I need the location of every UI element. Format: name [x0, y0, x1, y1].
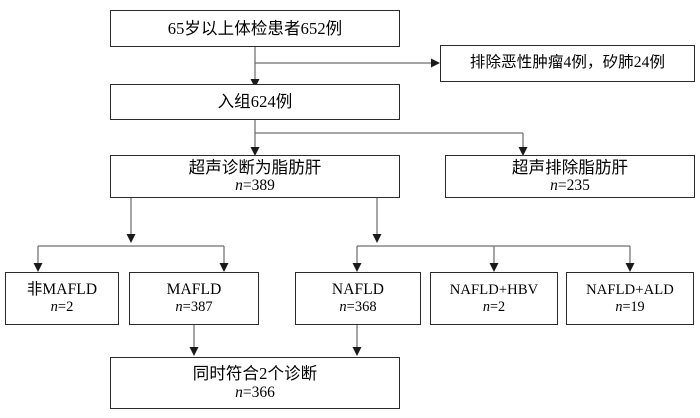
node-non-mafld[interactable]: 非MAFLD n=2: [5, 272, 119, 325]
node-both-diagnoses[interactable]: 同时符合2个诊断 n=366: [110, 357, 400, 409]
node-nafld-hbv[interactable]: NAFLD+HBV n=2: [430, 272, 558, 325]
n-symbol: n: [550, 177, 558, 195]
node-us-no-fatty-liver-count: n=235: [550, 177, 590, 195]
node-both-diagnoses-count: n=366: [235, 384, 275, 402]
arrowhead-nafld: [352, 263, 362, 272]
n-value: =235: [557, 177, 590, 195]
node-enrolled[interactable]: 入组624例: [110, 84, 400, 120]
node-us-fatty-liver-label: 超声诊断为脂肪肝: [188, 157, 322, 177]
node-nafld-hbv-label: NAFLD+HBV: [449, 281, 539, 298]
node-mafld-label: MAFLD: [166, 280, 222, 298]
node-nafld-hbv-count: n=2: [483, 299, 505, 316]
node-us-no-fatty-liver[interactable]: 超声排除脂肪肝 n=235: [445, 155, 695, 198]
n-value: =368: [346, 299, 377, 316]
arrowhead-non-mafld: [33, 263, 43, 272]
n-symbol: n: [235, 383, 243, 401]
node-non-mafld-count: n=2: [51, 299, 74, 316]
node-non-mafld-label: 非MAFLD: [26, 280, 98, 298]
arrowhead-both-right: [352, 347, 362, 356]
node-nafld-ald[interactable]: NAFLD+ALD n=19: [566, 272, 694, 325]
arrowhead-right-group: [372, 234, 382, 243]
node-us-fatty-liver-count: n=389: [235, 177, 275, 195]
node-screened-label: 65岁以上体检患者652例: [167, 18, 343, 38]
node-nafld-label: NAFLD: [331, 280, 385, 298]
n-value: =2: [57, 299, 74, 316]
node-excluded-label: 排除恶性肿瘤4例，矽肺24例: [469, 54, 666, 72]
n-value: =19: [622, 298, 645, 315]
node-screened[interactable]: 65岁以上体检患者652例: [110, 10, 400, 47]
n-value: =2: [489, 298, 506, 315]
node-mafld[interactable]: MAFLD n=387: [129, 272, 259, 325]
n-value: =389: [242, 177, 275, 195]
node-us-no-fatty-liver-label: 超声排除脂肪肝: [511, 157, 629, 177]
arrowhead-both-left: [189, 347, 199, 356]
n-symbol: n: [235, 177, 243, 195]
node-mafld-count: n=387: [175, 299, 212, 316]
node-nafld-ald-count: n=19: [615, 299, 644, 316]
node-nafld-count: n=368: [339, 299, 376, 316]
n-symbol: n: [50, 299, 58, 316]
arrowhead-excluded: [431, 58, 440, 68]
n-symbol: n: [615, 298, 623, 315]
arrowhead-nafld-ald: [625, 263, 635, 272]
node-nafld[interactable]: NAFLD n=368: [295, 272, 421, 325]
node-nafld-ald-label: NAFLD+ALD: [586, 281, 674, 298]
n-value: =387: [182, 299, 213, 316]
n-symbol: n: [339, 299, 347, 316]
n-symbol: n: [175, 299, 183, 316]
n-symbol: n: [482, 298, 490, 315]
node-both-diagnoses-label: 同时符合2个诊断: [192, 364, 318, 384]
node-excluded[interactable]: 排除恶性肿瘤4例，矽肺24例: [440, 45, 695, 82]
node-us-fatty-liver[interactable]: 超声诊断为脂肪肝 n=389: [110, 155, 400, 198]
arrowhead-left-group: [126, 234, 136, 243]
arrowhead-nafld-hbv: [489, 263, 499, 272]
node-enrolled-label: 入组624例: [217, 92, 293, 112]
arrowhead-mafld: [219, 263, 229, 272]
n-value: =366: [242, 383, 275, 401]
